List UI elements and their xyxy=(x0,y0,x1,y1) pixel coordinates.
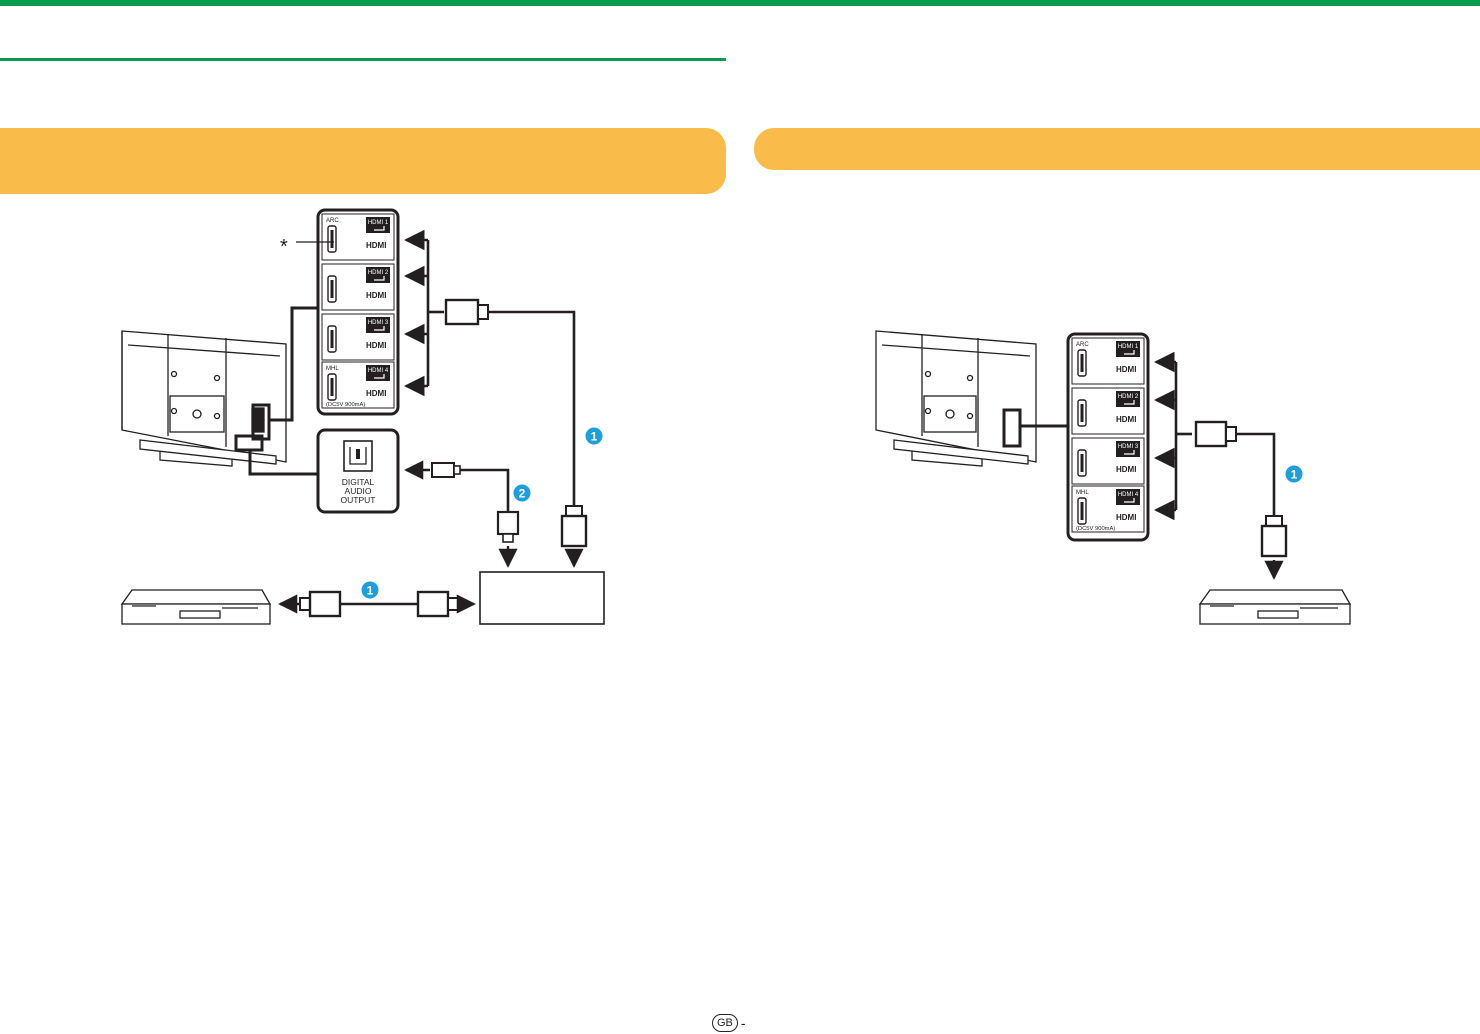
page-footer: GB - xyxy=(712,1013,746,1033)
optical-label-line1: DIGITAL xyxy=(342,477,375,487)
tv-rear-view xyxy=(121,330,287,467)
hdmi-logo: HDMI xyxy=(366,389,386,398)
hdmi-port-note: (DC5V 900mA) xyxy=(326,402,365,408)
hdmi-arrow-icon xyxy=(1124,400,1135,405)
hdmi-port-tag: MHL xyxy=(326,366,339,372)
hdmi-badge-label: HDMI 2 xyxy=(368,270,389,276)
callout-1-right: 1 xyxy=(1285,465,1303,483)
av-amplifier xyxy=(479,571,605,625)
left-connection-diagram: HDMI 1 ARC HDMI HDMI 2 HDMI HDMI 3 HDMI HDMI 4 M… xyxy=(120,208,605,625)
hdmi-port-panel: HDMI 1 ARC HDMI HDMI 2 HDMI HDMI 3 HDMI HDMI 4 M… xyxy=(316,208,400,416)
hdmi-badge-label: HDMI 4 xyxy=(1118,492,1139,498)
hdmi-arrow-icon xyxy=(374,276,385,281)
callout-1-right-label: 1 xyxy=(1291,468,1298,482)
hdmi-badge-label: HDMI 2 xyxy=(1118,394,1139,400)
hdmi-input-bracket-right xyxy=(1153,351,1192,521)
hdmi-port-3: HDMI 3 HDMI xyxy=(321,313,395,361)
hdmi-badge-label: HDMI 1 xyxy=(1118,344,1139,350)
playback-device-left xyxy=(120,589,272,625)
hdmi-arrow-icon xyxy=(1124,350,1135,355)
callout-1-label: 1 xyxy=(591,430,598,444)
hdmi-logo: HDMI xyxy=(1116,465,1136,474)
hdmi-port-1: HDMI 1 ARC HDMI xyxy=(1071,337,1145,385)
hdmi-badge-label: HDMI 3 xyxy=(368,320,389,326)
optical-label-line3: OUTPUT xyxy=(341,495,376,505)
playback-device-right xyxy=(1198,589,1352,625)
tv-to-panel-leads xyxy=(234,306,318,476)
hdmi-badge-label: HDMI 3 xyxy=(1118,444,1139,450)
hdmi-arrow-icon xyxy=(374,326,385,331)
arc-asterisk: * xyxy=(280,236,288,258)
optical-label-line2: AUDIO xyxy=(345,486,372,496)
hdmi-logo: HDMI xyxy=(1116,513,1136,522)
right-section-banner xyxy=(754,128,1480,170)
region-badge: GB xyxy=(712,1014,738,1032)
hdmi-logo: HDMI xyxy=(366,291,386,300)
hdmi-cable-player-amp xyxy=(278,590,476,618)
hdmi-arrow-icon xyxy=(374,226,385,231)
tv-to-panel-lead-right xyxy=(1002,408,1068,448)
callout-2-label: 2 xyxy=(519,487,526,501)
right-connection-diagram: HDMI 1 ARC HDMI HDMI 2 HDMI HDMI 3 HDMI HDMI 4 M… xyxy=(875,330,1352,625)
hdmi-port-tag: ARC xyxy=(1076,342,1089,348)
hdmi-input-bracket xyxy=(403,229,444,397)
hdmi-port-2: HDMI 2 HDMI xyxy=(1071,387,1145,435)
hdmi-port-4: HDMI 4 MHL HDMI(DC5V 900mA) xyxy=(1071,485,1145,533)
callout-2-optical: 2 xyxy=(513,484,531,502)
callout-1-player-label: 1 xyxy=(367,584,374,598)
hdmi-badge-label: HDMI 4 xyxy=(368,368,389,374)
hdmi-logo: HDMI xyxy=(1116,415,1136,424)
hdmi-port-3: HDMI 3 HDMI xyxy=(1071,437,1145,485)
hdmi-logo: HDMI xyxy=(366,241,386,250)
optical-cable-to-amp xyxy=(404,460,520,568)
callout-1-player: 1 xyxy=(361,581,379,599)
hdmi-badge-label: HDMI 1 xyxy=(368,220,389,226)
optical-port-panel: DIGITAL AUDIO OUTPUT xyxy=(316,428,400,514)
hdmi-logo: HDMI xyxy=(1116,365,1136,374)
hdmi-port-4: HDMI 4 MHL HDMI(DC5V 900mA) xyxy=(321,361,395,409)
top-accent-rule xyxy=(0,0,1480,6)
hdmi-port-note: (DC5V 900mA) xyxy=(1076,526,1115,532)
hdmi-port-tag: MHL xyxy=(1076,490,1089,496)
hdmi-logo: HDMI xyxy=(366,341,386,350)
left-section-banner xyxy=(0,128,726,194)
tv-rear-view-right xyxy=(875,330,1037,467)
hdmi-arrow-icon xyxy=(374,374,385,379)
hdmi-port-1: HDMI 1 ARC HDMI xyxy=(321,213,395,261)
hdmi-cable-right xyxy=(1194,420,1288,580)
callout-1-hdmi: 1 xyxy=(585,427,603,445)
hdmi-arrow-icon xyxy=(1124,450,1135,455)
hdmi-cable-to-amp xyxy=(444,298,588,568)
hdmi-port-panel-right: HDMI 1 ARC HDMI HDMI 2 HDMI HDMI 3 HDMI HDMI 4 M… xyxy=(1066,332,1150,542)
hdmi-port-tag: ARC xyxy=(326,218,339,224)
page-number-separator: - xyxy=(740,1015,746,1031)
hdmi-port-2: HDMI 2 HDMI xyxy=(321,263,395,311)
hdmi-arrow-icon xyxy=(1124,498,1135,503)
section-heading-rule xyxy=(0,58,726,61)
